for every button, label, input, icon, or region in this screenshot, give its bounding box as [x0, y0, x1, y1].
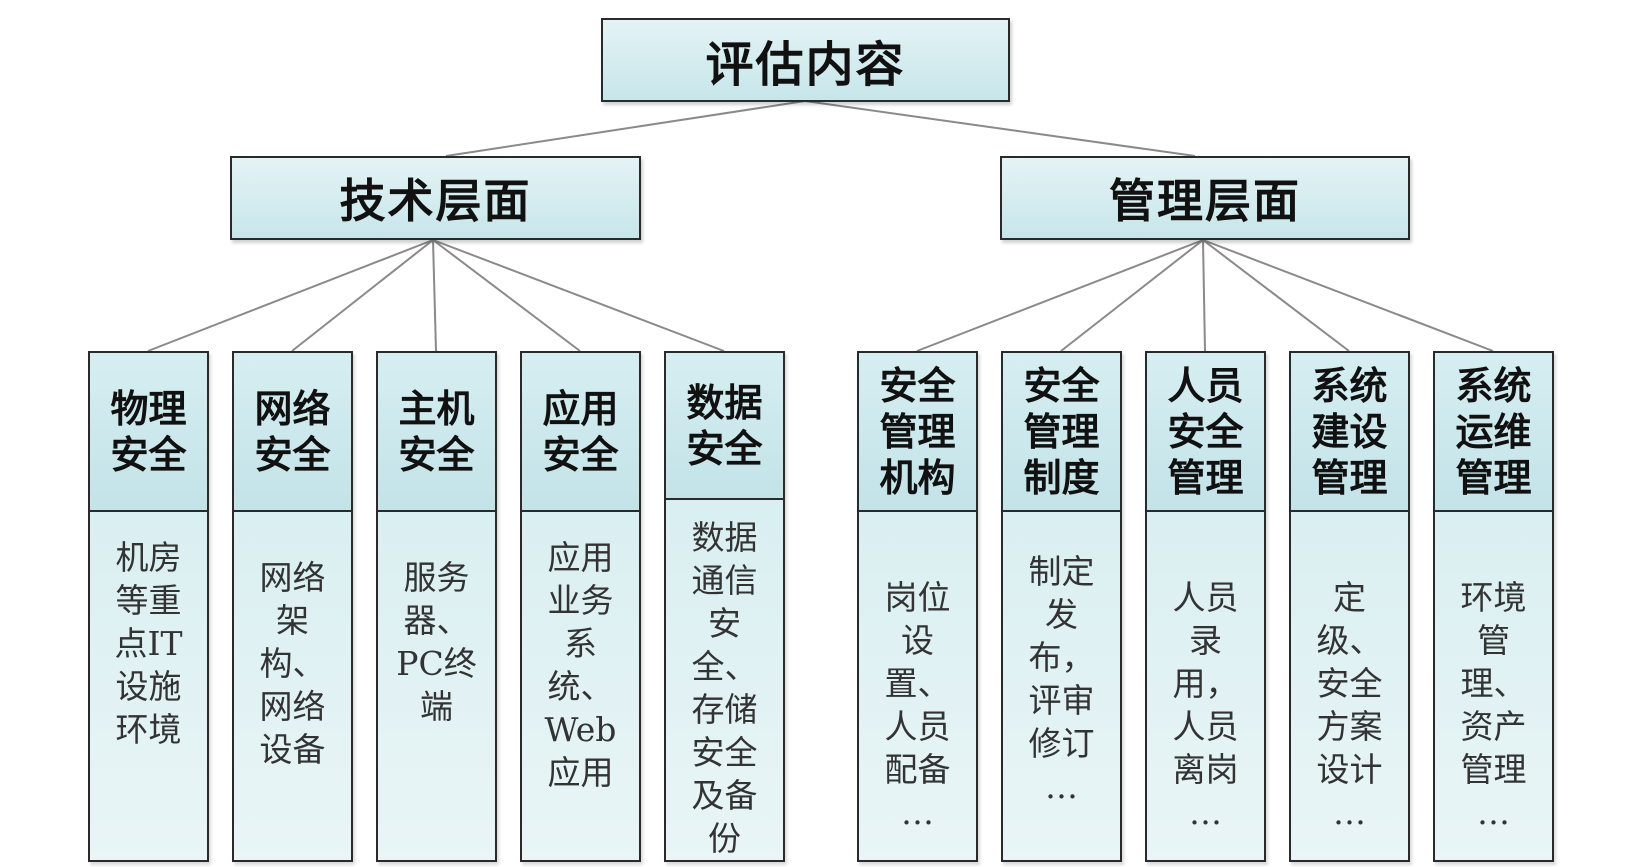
connector-root-management — [804, 100, 1196, 157]
leaf-security-organization: 安全管理机构 岗位 设置、 人员 配备 … — [857, 351, 978, 862]
leaf-title: 安全管理机构 — [879, 363, 956, 500]
root-label: 评估内容 — [705, 37, 906, 93]
leaf-description: 服务 器、 PC终 端 — [396, 558, 477, 726]
technical-level-label: 技术层面 — [339, 174, 532, 228]
leaf-title: 人员安全管理 — [1167, 363, 1244, 500]
management-level-label: 管理层面 — [1109, 174, 1301, 228]
leaf-description: 应用 业务 系统、 Web 应用 — [544, 538, 617, 792]
leaf-personnel-security: 人员安全管理 人员 录用， 人员 离岗 … — [1145, 351, 1266, 862]
root-node: 评估内容 — [601, 18, 1010, 102]
leaf-system-operations: 系统运维管理 环境 管理、 资产 管理 … — [1433, 351, 1554, 862]
leaf-system-construction: 系统建设管理 定级、 安全 方案 设计 … — [1289, 351, 1410, 862]
leaf-description: 环境 管理、 资产 管理 … — [1460, 578, 1527, 832]
connector-root-technical — [445, 100, 806, 157]
leaf-title: 网络安全 — [254, 386, 331, 477]
connector-management-leaf-2 — [1202, 239, 1206, 352]
leaf-application-security: 应用安全 应用 业务 系统、 Web 应用 — [520, 351, 641, 862]
connector-management-leaf-0 — [916, 239, 1204, 352]
leaf-title: 安全管理制度 — [1023, 363, 1100, 500]
connector-technical-leaf-4 — [432, 239, 725, 352]
leaf-security-policy: 安全管理制度 制定 发布， 评审 修订 … — [1001, 351, 1122, 862]
leaf-description: 人员 录用， 人员 离岗 … — [1172, 578, 1239, 832]
leaf-title: 主机安全 — [398, 386, 475, 477]
connector-management-leaf-1 — [1060, 239, 1204, 352]
leaf-description: 数据 通信 安全、 存储 安全 及备 份 — [691, 518, 758, 858]
leaf-description: 网络 架构、 网络 设备 — [259, 558, 326, 769]
leaf-title: 数据安全 — [686, 380, 763, 471]
leaf-host-security: 主机安全 服务 器、 PC终 端 — [376, 351, 497, 862]
leaf-network-security: 网络安全 网络 架构、 网络 设备 — [232, 351, 353, 862]
connector-technical-leaf-0 — [147, 239, 434, 352]
connector-technical-leaf-2 — [432, 239, 437, 352]
leaf-title: 系统建设管理 — [1311, 363, 1388, 500]
connector-management-leaf-3 — [1202, 239, 1350, 352]
leaf-title: 物理安全 — [110, 386, 187, 477]
leaf-title: 应用安全 — [542, 386, 619, 477]
leaf-description: 机房 等重 点IT 设施 环境 — [114, 538, 183, 749]
leaf-description: 定级、 安全 方案 设计 … — [1316, 578, 1383, 832]
leaf-physical-security: 物理安全 机房 等重 点IT 设施 环境 — [88, 351, 209, 862]
management-level-node: 管理层面 — [1000, 156, 1410, 240]
leaf-description: 岗位 设置、 人员 配备 … — [884, 578, 951, 832]
connector-technical-leaf-3 — [432, 239, 581, 352]
leaf-description: 制定 发布， 评审 修订 … — [1028, 552, 1095, 806]
leaf-data-security: 数据安全 数据 通信 安全、 存储 安全 及备 份 — [664, 351, 785, 862]
leaf-title: 系统运维管理 — [1455, 363, 1532, 500]
connector-management-leaf-4 — [1202, 239, 1494, 352]
connector-technical-leaf-1 — [291, 239, 434, 352]
technical-level-node: 技术层面 — [230, 156, 641, 240]
